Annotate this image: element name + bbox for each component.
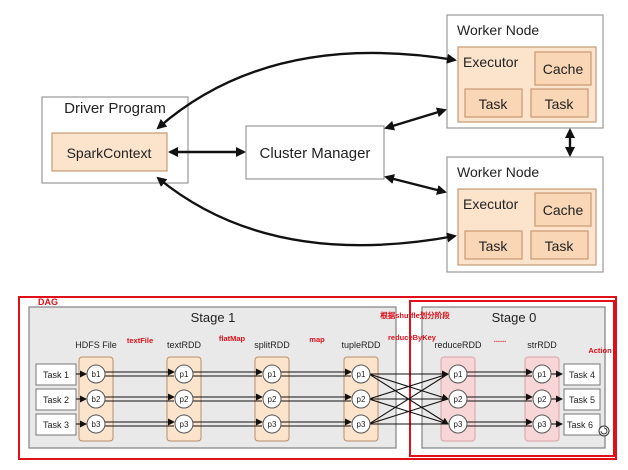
top-arrows — [156, 51, 575, 247]
task-1b-label: Task — [545, 96, 575, 112]
op-flat-map-label: flatMap — [219, 334, 246, 343]
worker-node-1: Worker Node Executor Cache Task Task — [446, 14, 604, 129]
task-2a-box — [464, 230, 523, 260]
worker-node-1-title: Worker Node — [457, 22, 539, 38]
tuple-rdd-partition-p1: p1 — [357, 370, 366, 379]
task-2b-box — [530, 230, 589, 260]
worker-node-2-title: Worker Node — [457, 164, 539, 180]
task-1a-label: Task — [479, 96, 509, 112]
reduce-rdd-partition-p2: p2 — [454, 395, 463, 404]
reduce-rdd-partition-p1: p1 — [454, 370, 463, 379]
dag-label: DAG — [38, 297, 58, 307]
cache-1-label: Cache — [543, 61, 584, 77]
partitions: b1 b2 b3 p1 p2 p3 p1 p2 p3 p1 p2 p3 p1 p… — [86, 364, 552, 434]
task-4-label: Task 4 — [569, 370, 595, 380]
refresh-icon — [598, 425, 610, 437]
arrow-context-worker2 — [156, 176, 457, 247]
spark-context-label: SparkContext — [67, 145, 152, 161]
task-1-label: Task 1 — [43, 370, 69, 380]
cache-1-box — [534, 51, 592, 86]
op-map-label: map — [309, 335, 325, 344]
op-ellipsis-label: ...... — [494, 335, 507, 344]
spark-context-box — [51, 132, 168, 172]
text-rdd-partition-p2: p2 — [180, 395, 189, 404]
driver-program: Driver Program SparkContext — [41, 96, 189, 184]
str-rdd-label: strRDD — [527, 340, 557, 350]
cache-2-label: Cache — [543, 202, 584, 218]
task-1a-box — [464, 88, 523, 118]
arrow-cluster-worker1 — [384, 107, 447, 131]
reduce-rdd-label: reduceRDD — [434, 340, 482, 350]
task-2-label: Task 2 — [43, 395, 69, 405]
cluster-manager: Cluster Manager — [245, 125, 385, 180]
shuffle-note-label: 根据shuffle划分阶段 — [380, 310, 450, 320]
split-rdd-partition-p3: p3 — [268, 420, 277, 429]
split-rdd-partition-p2: p2 — [268, 395, 277, 404]
tuple-rdd-partition-p2: p2 — [357, 395, 366, 404]
executor-2-label: Executor — [463, 196, 519, 212]
tuple-rdd-partition-p3: p3 — [357, 420, 366, 429]
task-5-label: Task 5 — [569, 395, 595, 405]
arrow-cluster-worker2 — [384, 174, 447, 195]
text-rdd-partition-p3: p3 — [180, 420, 189, 429]
tuple-rdd-label: tupleRDD — [341, 340, 381, 350]
task-2a-label: Task — [479, 238, 509, 254]
text-rdd-label: textRDD — [167, 340, 202, 350]
executor-1-label: Executor — [463, 54, 519, 70]
task-3-label: Task 3 — [43, 420, 69, 430]
hdfs-partition-b2: b2 — [92, 395, 101, 404]
stage-1-tasks: Task 1 Task 2 Task 3 — [35, 363, 77, 436]
cache-2-box — [534, 192, 592, 227]
task-1b-box — [530, 88, 589, 118]
str-rdd-partition-p2: p2 — [538, 395, 547, 404]
stage-1-title: Stage 1 — [191, 310, 236, 325]
cluster-manager-label: Cluster Manager — [260, 145, 371, 162]
dag-flow-lines — [76, 368, 563, 428]
stage-0-tasks: Task 4 Task 5 Task 6 — [563, 363, 610, 437]
split-rdd-label: splitRDD — [254, 340, 290, 350]
task-6-label: Task 6 — [567, 420, 593, 430]
hdfs-file-label: HDFS File — [75, 340, 117, 350]
refresh-icon-glyph — [600, 427, 608, 435]
arrow-context-worker1 — [156, 51, 457, 130]
hdfs-partition-b1: b1 — [92, 370, 101, 379]
op-text-file-label: textFile — [127, 336, 153, 345]
text-rdd-partition-p1: p1 — [180, 370, 189, 379]
stage-0-title: Stage 0 — [492, 310, 537, 325]
task-2b-label: Task — [545, 238, 575, 254]
reduce-rdd-partition-p3: p3 — [454, 420, 463, 429]
worker-node-2: Worker Node Executor Cache Task Task — [446, 156, 604, 273]
op-reduce-by-key-label: reduceByKey — [388, 333, 437, 342]
action-label: Action — [588, 346, 612, 355]
split-rdd-partition-p1: p1 — [268, 370, 277, 379]
str-rdd-partition-p3: p3 — [538, 420, 547, 429]
str-rdd-partition-p1: p1 — [538, 370, 547, 379]
dag-frame — [18, 296, 617, 460]
stage-0-red-outline — [409, 300, 615, 457]
driver-program-title: Driver Program — [64, 100, 166, 117]
hdfs-partition-b3: b3 — [92, 420, 101, 429]
